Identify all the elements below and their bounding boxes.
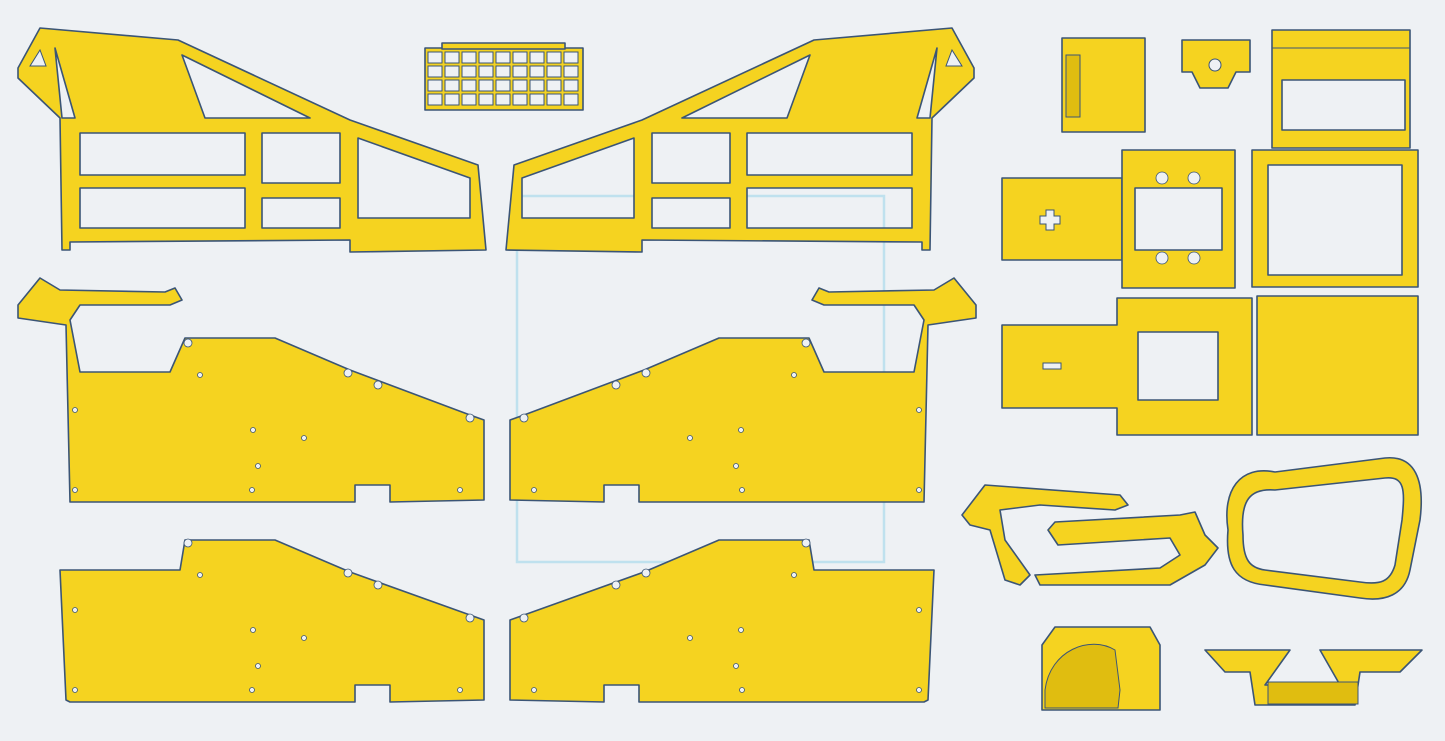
grille-hole xyxy=(478,51,494,64)
side-plate-left-lower[interactable] xyxy=(59,538,485,703)
grille-hole xyxy=(461,51,477,64)
switch-plate[interactable] xyxy=(1001,177,1123,261)
d-ring-handle[interactable] xyxy=(1226,457,1422,600)
grille-hole xyxy=(495,79,511,92)
grille-hole xyxy=(427,51,443,64)
exhaust-bar[interactable] xyxy=(1204,649,1423,706)
linkage-arm-1[interactable] xyxy=(961,484,1129,586)
grille-hole xyxy=(529,51,545,64)
grille-hole xyxy=(478,79,494,92)
side-plate-left-upper[interactable] xyxy=(17,277,485,503)
grille-part[interactable] xyxy=(424,42,584,111)
grille-hole xyxy=(427,79,443,92)
grille-hole xyxy=(495,65,511,78)
battery-box[interactable] xyxy=(1061,37,1146,133)
grille-hole xyxy=(563,93,579,106)
grille-hole xyxy=(563,51,579,64)
grille-hole xyxy=(444,79,460,92)
grille-hole xyxy=(427,65,443,78)
roll-cage-left[interactable] xyxy=(17,27,487,253)
square-frame[interactable] xyxy=(1251,149,1419,288)
linkage-arm-2[interactable] xyxy=(1034,511,1219,586)
grille-hole xyxy=(563,65,579,78)
grille-hole xyxy=(478,93,494,106)
grille-hole xyxy=(546,65,562,78)
fender-arch[interactable] xyxy=(1041,626,1161,711)
grille-hole xyxy=(478,65,494,78)
side-plate-right-upper[interactable] xyxy=(509,277,977,503)
grille-hole xyxy=(546,93,562,106)
grille-hole xyxy=(461,93,477,106)
rear-frame-box[interactable] xyxy=(1271,29,1411,149)
grille-hole xyxy=(495,51,511,64)
grille-hole xyxy=(512,51,528,64)
grille-hole xyxy=(444,93,460,106)
grille-hole xyxy=(529,65,545,78)
side-plate-right-lower[interactable] xyxy=(509,538,935,703)
grille-hole xyxy=(512,65,528,78)
mount-bracket[interactable] xyxy=(1181,39,1251,89)
grille-hole xyxy=(563,79,579,92)
motor-frame[interactable] xyxy=(1121,149,1236,289)
grille-hole xyxy=(444,51,460,64)
grille-hole xyxy=(529,79,545,92)
grille-hole xyxy=(546,51,562,64)
square-plate[interactable] xyxy=(1256,295,1419,436)
grille-hole xyxy=(461,79,477,92)
base-plate-with-window[interactable] xyxy=(1001,297,1253,436)
grille-hole xyxy=(529,93,545,106)
grille-hole xyxy=(427,93,443,106)
grille-hole xyxy=(512,79,528,92)
grille-hole xyxy=(444,65,460,78)
grille-hole xyxy=(512,93,528,106)
grille-hole xyxy=(461,65,477,78)
grille-hole xyxy=(546,79,562,92)
grille-hole xyxy=(495,93,511,106)
